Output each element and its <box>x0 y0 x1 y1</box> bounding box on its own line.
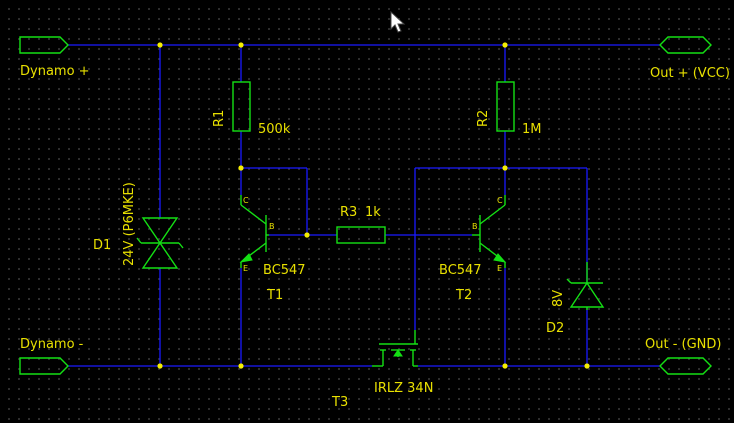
wires <box>68 44 660 367</box>
d1-value: 24V (P6MKE) <box>122 182 137 266</box>
t1-pin-e: E <box>243 264 248 273</box>
port-dynamo-minus[interactable] <box>19 357 69 375</box>
resistor-r1-body[interactable] <box>232 81 251 132</box>
port-label-dynamo-minus: Dynamo - <box>20 337 84 352</box>
junction-dot <box>238 363 244 369</box>
r2-reference: R2 <box>476 110 491 127</box>
d2-reference: D2 <box>546 321 564 336</box>
t2-value: BC547 <box>439 263 482 278</box>
r3-value: 1k <box>365 205 381 220</box>
port-label-out-minus: Out - (GND) <box>645 337 721 352</box>
tvs-diode-d1-symbol[interactable] <box>136 217 184 269</box>
t2-pin-c: C <box>497 196 503 205</box>
t2-reference: T2 <box>455 288 472 303</box>
resistor-r3-body[interactable] <box>336 226 386 244</box>
t1-pin-b: B <box>269 222 275 231</box>
resistor-r2-body[interactable] <box>496 81 515 132</box>
junction-dot <box>157 363 163 369</box>
junction-dot <box>502 42 508 48</box>
t2-pin-e: E <box>497 264 502 273</box>
junction-dot <box>502 363 508 369</box>
r1-reference: R1 <box>212 110 227 127</box>
mosfet-t3-symbol[interactable] <box>372 330 418 367</box>
port-dynamo-plus[interactable] <box>19 36 69 54</box>
port-label-dynamo-plus: Dynamo + <box>20 64 90 79</box>
junction-dot <box>304 232 310 238</box>
junction-dot <box>238 165 244 171</box>
t3-reference: T3 <box>331 395 348 410</box>
transistor-t1-symbol[interactable] <box>239 195 269 268</box>
port-label-out-plus: Out + (VCC) <box>650 66 730 81</box>
d2-value: 8V <box>551 290 566 307</box>
t1-pin-c: C <box>243 196 249 205</box>
port-out-minus[interactable] <box>659 357 712 375</box>
arrow-pointer-icon <box>390 10 406 33</box>
junction-dot <box>584 363 590 369</box>
d1-reference: D1 <box>93 238 111 253</box>
t1-reference: T1 <box>266 288 283 303</box>
junction-dot <box>157 42 163 48</box>
junction-dot <box>502 165 508 171</box>
junction-dots <box>157 42 590 369</box>
r3-reference: R3 <box>340 205 357 220</box>
transistor-t2-symbol[interactable] <box>472 195 507 268</box>
junction-dot <box>238 42 244 48</box>
r1-value: 500k <box>258 122 291 137</box>
t2-pin-b: B <box>472 222 478 231</box>
t3-value: IRLZ 34N <box>374 381 433 396</box>
zener-diode-d2-symbol[interactable] <box>566 262 605 310</box>
port-out-plus[interactable] <box>659 36 712 54</box>
r2-value: 1M <box>522 122 542 137</box>
t1-value: BC547 <box>263 263 306 278</box>
